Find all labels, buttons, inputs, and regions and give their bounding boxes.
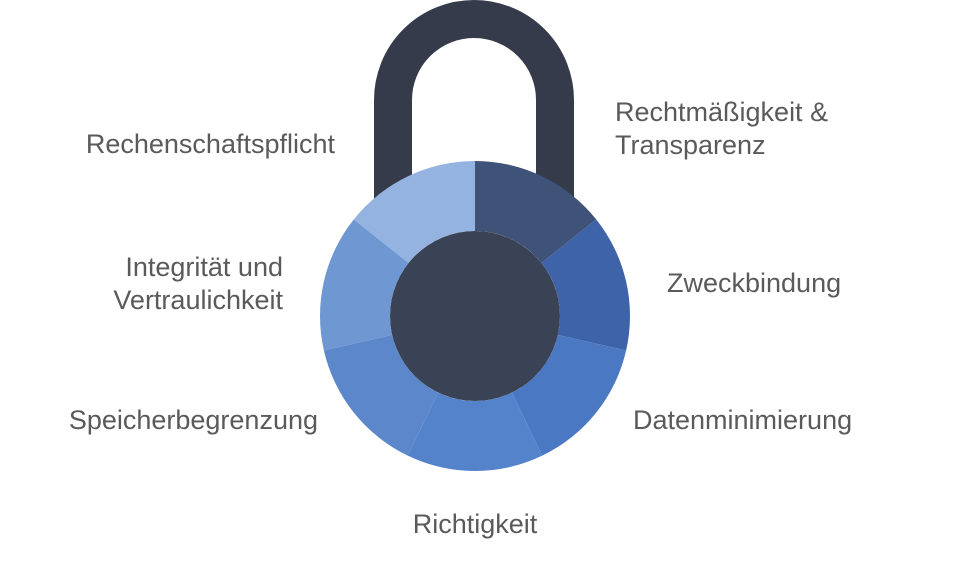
label-integritaet-vertraulichkeit: Integrität und Vertraulichkeit: [113, 252, 283, 315]
ring-segment-datenminimierung: [511, 334, 627, 456]
label-rechenschaftspflicht: Rechenschaftspflicht: [85, 129, 335, 159]
padlock-ring: [319, 161, 630, 471]
label-datenminimierung: Datenminimierung: [633, 405, 853, 435]
ring-segment-richtigkeit: [407, 392, 543, 471]
ring-segment-rechenschaftspflicht: [353, 161, 475, 264]
ring-segment-zweckbindung: [541, 219, 630, 351]
label-rechtmaessigkeit-transparenz: Rechtmäßigkeit & Transparenz: [615, 97, 829, 160]
padlock-center: [390, 231, 560, 401]
padlock-shackle: [374, 0, 574, 205]
ring-segment-rechtmaessigkeit: [475, 161, 597, 264]
label-speicherbegrenzung: Speicherbegrenzung: [68, 405, 318, 435]
label-zweckbindung: Zweckbindung: [667, 268, 842, 298]
ring-segment-speicherbegrenzung: [323, 334, 439, 456]
label-richtigkeit: Richtigkeit: [412, 509, 538, 539]
ring-segment-integritaet: [319, 219, 409, 351]
